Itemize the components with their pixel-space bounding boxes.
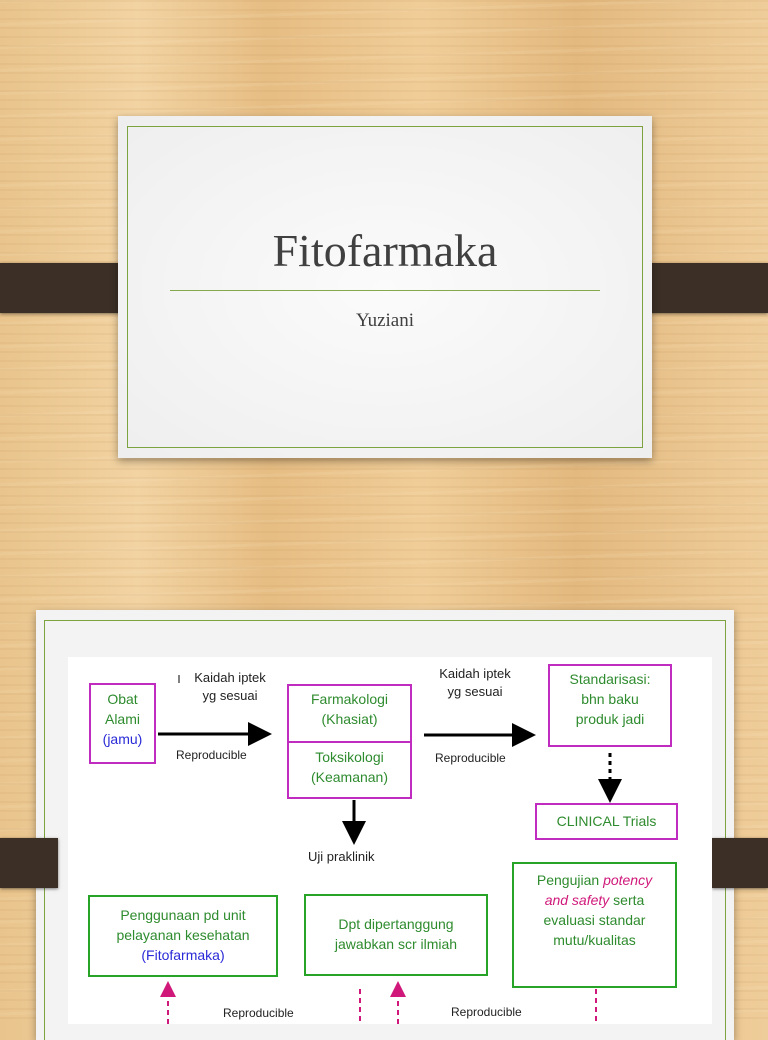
- kaidah-label-2: Kaidah iptek yg sesuai: [439, 666, 511, 699]
- farmakologi-toksikologi-box: Farmakologi (Khasiat) Toksikologi (Keama…: [287, 684, 412, 799]
- slide-frame: [127, 126, 643, 448]
- reproducible-label-bottom-right: Reproducible: [451, 1005, 522, 1019]
- left-clip-top: [0, 263, 140, 313]
- penggunaan-box: Penggunaan pd unit pelayanan kesehatan (…: [88, 895, 278, 977]
- keamanan-label: (Keamanan): [310, 769, 389, 785]
- toksikologi-label: Toksikologi: [315, 749, 384, 765]
- title-divider: [170, 290, 600, 291]
- right-clip-bottom: [712, 838, 768, 888]
- dpt-dipertanggung-box: Dpt dipertanggung jawabkan scr ilmiah: [304, 894, 488, 976]
- slide-title: Fitofarmaka: [272, 225, 498, 276]
- slide-frame: [44, 620, 726, 1040]
- title-slide[interactable]: Fitofarmaka Yuziani: [118, 116, 652, 458]
- left-clip-bottom: [0, 838, 58, 888]
- standarisasi-box: Standarisasi: bhn baku produk jadi: [548, 664, 672, 747]
- farmakologi-label: Farmakologi: [310, 691, 389, 707]
- reproducible-label-bottom-left: Reproducible: [223, 1006, 294, 1020]
- diagram-arrows: [158, 675, 622, 1024]
- flow-diagram: Obat Alami (jamu) Kaidah iptek yg sesuai…: [68, 657, 712, 1024]
- pengujian-box: Pengujian potency and safety serta evalu…: [512, 862, 677, 988]
- kaidah-label-1: Kaidah iptek yg sesuai: [194, 670, 266, 703]
- slide-subtitle: Yuziani: [355, 310, 415, 331]
- uji-praklinik-label: Uji praklinik: [308, 849, 375, 864]
- clinical-trials-box: CLINICAL Trials: [535, 803, 678, 840]
- khasiat-label: (Khasiat): [321, 711, 378, 727]
- reproducible-label-1: Reproducible: [176, 748, 247, 762]
- reproducible-label-2: Reproducible: [435, 751, 506, 765]
- obat-alami-box: Obat Alami (jamu): [89, 683, 156, 764]
